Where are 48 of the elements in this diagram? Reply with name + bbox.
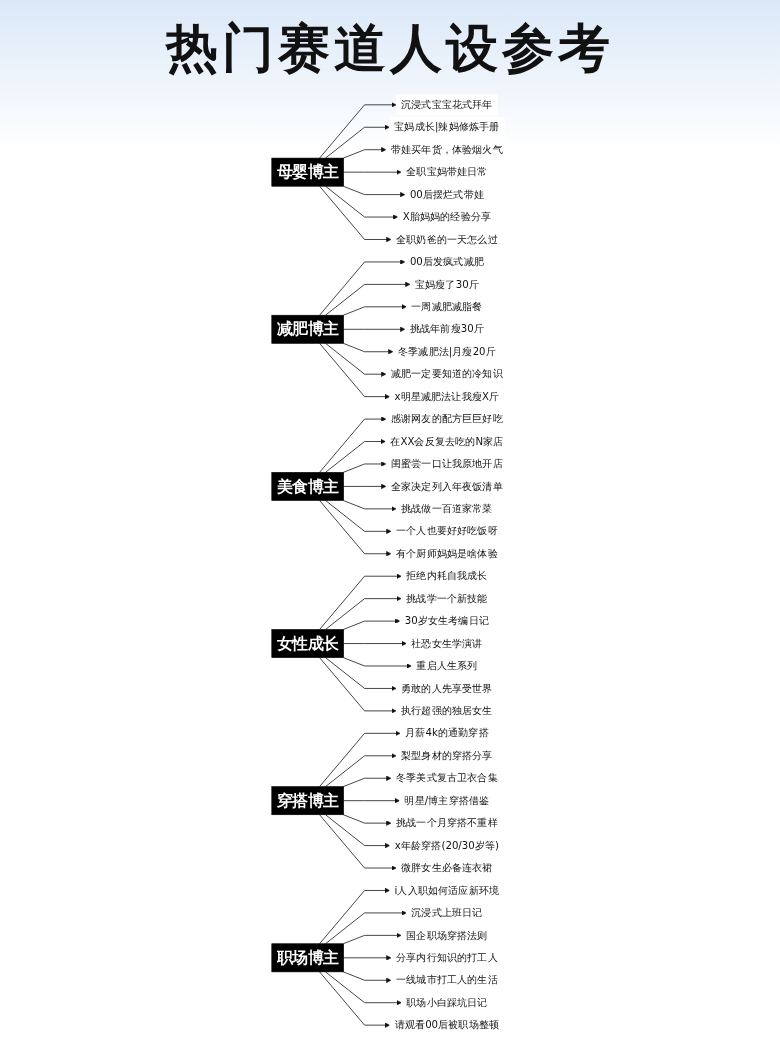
node-box: 美食博主 xyxy=(271,472,344,501)
node-text: 微胖女生必备连衣裙 xyxy=(401,861,493,874)
node-text: 全家决定列入年夜饭清单 xyxy=(390,479,503,492)
node-text: 职场小白踩坑日记 xyxy=(406,996,488,1009)
node-text: 国企职场穿搭法则 xyxy=(406,928,488,941)
node-text: 挑战年前瘦30斤 xyxy=(409,322,484,335)
node-text: 勇敢的人先享受世界 xyxy=(401,682,493,694)
node-text: 明星/博主穿搭借鉴 xyxy=(404,794,490,807)
node-text: 一线城市打工人的生活 xyxy=(395,973,498,986)
node-box: 职场博主 xyxy=(271,943,344,973)
node-text: x年龄穿搭(20/30岁等) xyxy=(394,839,500,852)
node-text: 梨型身材的穿搭分享 xyxy=(401,749,493,762)
node-box: 女性成长 xyxy=(271,629,344,658)
node-text: 挑战学一个新技能 xyxy=(406,592,488,605)
node-text: 请观看00后被职场整顿 xyxy=(394,1018,500,1031)
node-text: 宝妈瘦了30斤 xyxy=(414,277,479,290)
node-text: 重启人生系列 xyxy=(416,659,478,672)
node-text: 有个厨师妈妈是啥体验 xyxy=(395,547,498,560)
node-text: 冬季美式复古卫衣合集 xyxy=(395,771,498,784)
node-text: 全职宝妈带娃日常 xyxy=(406,165,488,178)
node-text: 一个人也要好好吃饭呀 xyxy=(395,524,498,537)
node-text: 在XX会反复去吃的N家店 xyxy=(390,435,504,448)
node-text: X胎妈妈的经验分享 xyxy=(402,210,492,223)
node-text: 减肥一定要知道的冷知识 xyxy=(390,367,503,380)
node-text: 带娃买年货，体验烟火气 xyxy=(390,143,503,156)
node-text: 挑战做一百道家常菜 xyxy=(401,502,493,515)
node-text: 挑战一个月穿搭不重样 xyxy=(395,816,498,829)
node-text: 30岁女生考编日记 xyxy=(404,614,489,627)
node-text: 00后发疯式减肥 xyxy=(409,255,484,268)
node-box: 母婴博主 xyxy=(271,157,344,187)
node-text: 社恐女生学演讲 xyxy=(411,637,483,650)
node-text: i人入职如何适应新环境 xyxy=(394,884,500,897)
node-text: 00后摆烂式带娃 xyxy=(409,188,484,201)
node-text: 冬季减肥法|月瘦20斤 xyxy=(397,345,496,358)
node-box: 沉浸式宝宝花式拜年 xyxy=(396,94,498,116)
node-text: 拒绝内耗自我成长 xyxy=(406,569,488,582)
node-text: 月薪4k的通勤穿搭 xyxy=(405,726,489,739)
node-text: 执行超强的独居女生 xyxy=(401,704,493,717)
node-text: 分享内行知识的打工人 xyxy=(395,951,498,964)
node-box: 减肥博主 xyxy=(271,314,344,344)
node-text: x明星减肥法让我瘦X斤 xyxy=(394,390,500,403)
node-text: 全职奶爸的一天怎么过 xyxy=(395,233,498,246)
node-text: 感谢网友的配方巨巨好吃 xyxy=(390,412,503,425)
node-box: 穿搭博主 xyxy=(271,786,344,816)
node-text: 一周减肥减脂餐 xyxy=(411,300,483,313)
title: 热门赛道人设参考 xyxy=(166,17,614,80)
node-text: 沉浸式上班日记 xyxy=(411,906,483,919)
node-text: 闺蜜尝一口让我原地开店 xyxy=(390,457,503,470)
